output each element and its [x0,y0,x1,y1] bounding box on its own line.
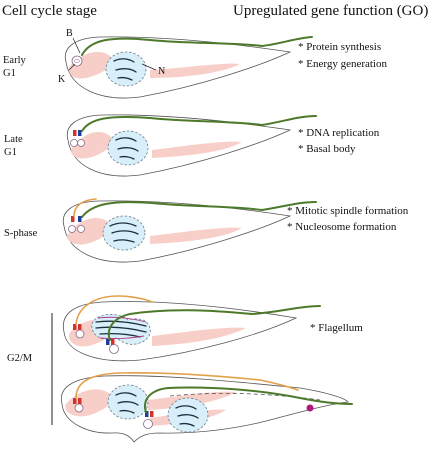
cytoplasm-highlight [71,132,112,159]
basal-body-red [73,324,77,330]
basal-body-red [73,130,77,136]
chromatin [177,414,199,419]
flagellum [81,115,317,132]
gene-function-g2m-1: * Flagellum [310,322,363,334]
cell-g2m-lower [60,372,353,443]
stage-label-early-g1-line2: G1 [3,68,16,79]
flagellum [81,201,317,218]
chromatin [117,401,139,406]
kinetoplast [74,403,84,413]
chromatin [119,409,135,414]
kinetoplast [143,419,153,429]
kinetoplast [75,329,85,339]
cell-late-g1 [66,114,317,177]
spindle-chromatin [95,326,147,333]
gene-function-early-g1-2: * Energy generation [298,58,387,70]
stage-label-late-g1-line2: G1 [4,147,17,158]
kinetoplast [71,55,83,67]
gene-function-early-g1-1: * Protein synthesis [298,41,381,53]
stage-label-early-g1-line1: Early [3,55,26,66]
stage-label-g2m: G2/M [7,353,33,364]
stage-label-s-phase: S-phase [4,228,38,239]
spindle-chromatin [99,332,141,338]
basal-body-red [78,398,82,404]
basal-body-blue [106,339,110,345]
nucleus-label: N [158,66,165,77]
cell-g2m-upper [62,295,321,362]
kinetoplast-dna [74,59,80,63]
basal-body-label: B [66,28,73,39]
cell-early-g1: B K N [58,28,313,99]
mitotic-spindle [99,335,145,340]
stage-label-late-g1-line1: Late [4,134,23,145]
kinetoplast-pointer [68,63,76,71]
flagellum [107,305,321,341]
column-header-gene-function: Upregulated gene function (GO) [233,3,428,19]
cytoplasm-highlight [150,227,242,244]
chromatin [111,230,139,235]
kinetoplast [70,139,78,147]
chromatin [109,222,137,227]
chromatin [117,76,133,81]
new-flagellum [73,198,97,217]
gene-function-late-g1-1: * DNA replication [298,127,380,139]
new-flagellum [75,372,299,399]
chromatin [113,239,135,243]
basal-body-blue [78,130,82,136]
basal-body-blue [145,411,149,417]
cytoplasm-highlight [152,327,246,346]
basal-body-pointer [72,37,81,54]
cell-s-phase [62,198,317,263]
basal-body-red [78,324,82,330]
basal-body-blue [78,216,82,222]
chromatin [115,68,137,73]
kinetoplast [77,139,85,147]
flagellum [81,36,313,56]
spindle-chromatin [95,320,147,327]
chromatin [119,155,135,160]
basal-body-red [73,398,77,404]
chromatin [113,58,135,63]
chromatin [179,422,195,427]
cytoplasm-highlight [152,141,242,158]
mitotic-spindle [97,316,147,323]
cytoplasm-highlight [150,63,240,78]
basal-body-red [150,411,154,417]
flagellum [144,386,353,413]
chromatin [115,392,137,397]
basal-body-red [71,216,75,222]
gene-function-late-g1-2: * Basal body [298,143,356,155]
gene-function-s-phase-1: * Mitotic spindle formation [287,205,409,217]
flagellum-tip-marker [306,404,314,412]
kinetoplast-label: K [58,74,66,85]
gene-function-s-phase-2: * Nucleosome formation [287,221,397,233]
kinetoplast [109,344,119,354]
kinetoplast [77,225,85,233]
chromatin [175,405,197,410]
cytoplasm-highlight [67,218,110,245]
new-flagellum [75,295,153,325]
chromatin [117,147,139,152]
chromatin [115,137,137,142]
column-header-stage: Cell cycle stage [2,3,97,19]
nucleus [102,215,146,251]
kinetoplast [68,225,76,233]
nucleus-pointer [141,63,157,71]
basal-body-red [111,339,115,345]
